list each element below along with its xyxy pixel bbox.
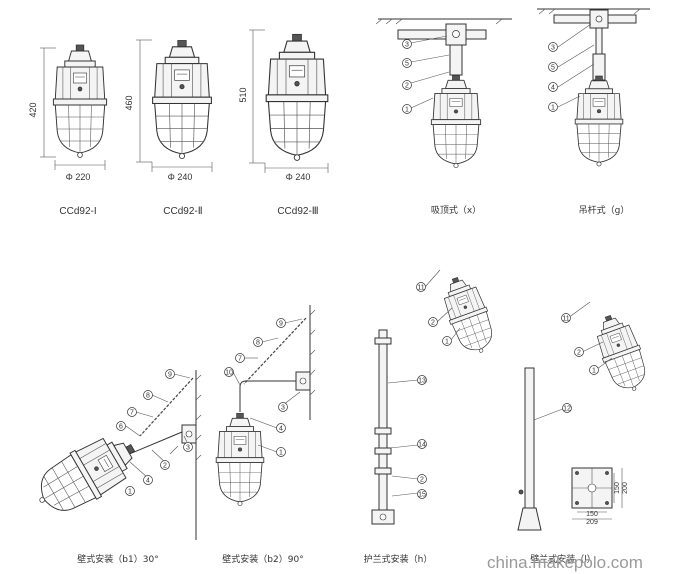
svg-text:9: 9 bbox=[168, 372, 172, 379]
part-callout: 1 bbox=[125, 486, 135, 496]
base-dim-b: 200 bbox=[622, 482, 629, 494]
part-callout: 5 bbox=[548, 62, 558, 72]
part-callout: 1 bbox=[589, 365, 599, 375]
svg-text:3: 3 bbox=[405, 42, 409, 49]
svg-text:13: 13 bbox=[418, 378, 426, 385]
svg-text:10: 10 bbox=[225, 370, 233, 377]
svg-text:3: 3 bbox=[281, 405, 285, 412]
part-callout: 2 bbox=[428, 317, 438, 327]
part-callout: 9 bbox=[165, 369, 175, 379]
part-callout: 8 bbox=[253, 337, 263, 347]
part-callout: 1 bbox=[402, 104, 412, 114]
svg-text:7: 7 bbox=[130, 410, 134, 417]
svg-text:1: 1 bbox=[279, 450, 283, 457]
part-callout: 1 bbox=[442, 336, 452, 346]
part-callout: 4 bbox=[143, 475, 153, 485]
base-dim-a: 150 bbox=[614, 482, 621, 494]
part-callout: 4 bbox=[276, 423, 286, 433]
svg-text:14: 14 bbox=[418, 442, 426, 449]
svg-text:2: 2 bbox=[163, 463, 167, 470]
svg-text:2: 2 bbox=[431, 320, 435, 327]
svg-text:2: 2 bbox=[577, 350, 581, 357]
model-3-drawing bbox=[249, 29, 329, 173]
svg-text:2: 2 bbox=[405, 83, 409, 90]
model-2-diameter: Φ 240 bbox=[168, 172, 193, 182]
model-2-height: 460 bbox=[124, 95, 134, 110]
part-callout: 14 bbox=[417, 439, 427, 449]
part-callout: 2 bbox=[160, 460, 170, 470]
svg-text:1: 1 bbox=[128, 489, 132, 496]
svg-text:6: 6 bbox=[119, 424, 123, 431]
part-callout: 3 bbox=[548, 42, 558, 52]
flange-pole-mount-drawing bbox=[517, 274, 654, 531]
part-callout: 5 bbox=[402, 58, 412, 68]
svg-text:12: 12 bbox=[563, 406, 571, 413]
svg-text:11: 11 bbox=[562, 316, 569, 323]
guardrail-mount-drawing bbox=[371, 241, 501, 525]
model-1-height: 420 bbox=[28, 102, 38, 117]
model-3-name: CCd92-Ⅲ bbox=[277, 206, 318, 217]
part-callout: 9 bbox=[276, 318, 286, 328]
part-callout: 2 bbox=[417, 474, 427, 484]
part-callout: 2 bbox=[402, 80, 412, 90]
part-callout: 3 bbox=[402, 39, 412, 49]
model-2-drawing bbox=[136, 39, 213, 172]
part-callout: 3 bbox=[183, 442, 193, 452]
wall-mount-90-drawing bbox=[215, 305, 316, 507]
watermark: china.makepolo.com bbox=[487, 553, 643, 572]
wall-mount-30-label: 壁式安装（b1）30° bbox=[77, 553, 158, 565]
part-callout: 11 bbox=[561, 313, 571, 323]
part-callout: 8 bbox=[143, 390, 153, 400]
model-1-diameter: Φ 220 bbox=[66, 172, 91, 182]
pendant-mount-label: 吊杆式（g） bbox=[579, 204, 630, 216]
part-callout: 1 bbox=[548, 102, 558, 112]
part-callout: 7 bbox=[127, 407, 137, 417]
svg-text:7: 7 bbox=[238, 356, 242, 363]
part-callout: 10 bbox=[224, 367, 234, 377]
part-callout: 4 bbox=[548, 82, 558, 92]
flange-pole-mount-label: 壁兰式安装（l） bbox=[530, 553, 596, 565]
svg-text:5: 5 bbox=[405, 61, 409, 68]
model-3-diameter: Φ 240 bbox=[286, 172, 311, 182]
part-callout: 11 bbox=[416, 282, 426, 292]
svg-text:9: 9 bbox=[279, 321, 283, 328]
part-callout: 12 bbox=[562, 403, 572, 413]
wall-mount-90-label: 壁式安装（b2）90° bbox=[222, 553, 303, 565]
svg-text:4: 4 bbox=[146, 478, 150, 485]
svg-text:2: 2 bbox=[420, 477, 424, 484]
base-dim-c: 150 bbox=[586, 511, 598, 518]
guardrail-mount-label: 护兰式安装（h） bbox=[364, 553, 433, 565]
model-2-name: CCd92-Ⅱ bbox=[163, 206, 202, 217]
part-callout: 3 bbox=[278, 402, 288, 412]
model-1-drawing bbox=[40, 44, 108, 170]
part-callout: 13 bbox=[417, 375, 427, 385]
model-3-height: 510 bbox=[238, 87, 248, 102]
ceiling-mount-drawing bbox=[375, 18, 512, 169]
svg-text:4: 4 bbox=[551, 85, 555, 92]
svg-text:1: 1 bbox=[592, 368, 596, 375]
model-1-name: CCd92-I bbox=[59, 206, 96, 217]
svg-text:11: 11 bbox=[417, 285, 424, 292]
part-callout: 15 bbox=[417, 489, 427, 499]
wall-mount-30-drawing bbox=[26, 370, 202, 540]
svg-text:8: 8 bbox=[256, 340, 260, 347]
svg-text:3: 3 bbox=[186, 445, 190, 452]
part-callout: 7 bbox=[235, 353, 245, 363]
part-callout: 1 bbox=[276, 447, 286, 457]
svg-text:8: 8 bbox=[146, 393, 150, 400]
base-dim-d: 209 bbox=[586, 519, 598, 526]
svg-text:1: 1 bbox=[445, 339, 449, 346]
ceiling-mount-label: 吸顶式（x） bbox=[431, 204, 481, 216]
svg-text:3: 3 bbox=[551, 45, 555, 52]
svg-text:15: 15 bbox=[418, 492, 426, 499]
svg-text:1: 1 bbox=[405, 107, 409, 114]
svg-text:5: 5 bbox=[551, 65, 555, 72]
pendant-mount-drawing bbox=[537, 8, 650, 167]
part-callout: 2 bbox=[574, 347, 584, 357]
svg-text:4: 4 bbox=[279, 426, 283, 433]
svg-text:1: 1 bbox=[551, 105, 555, 112]
part-callout: 6 bbox=[116, 421, 126, 431]
